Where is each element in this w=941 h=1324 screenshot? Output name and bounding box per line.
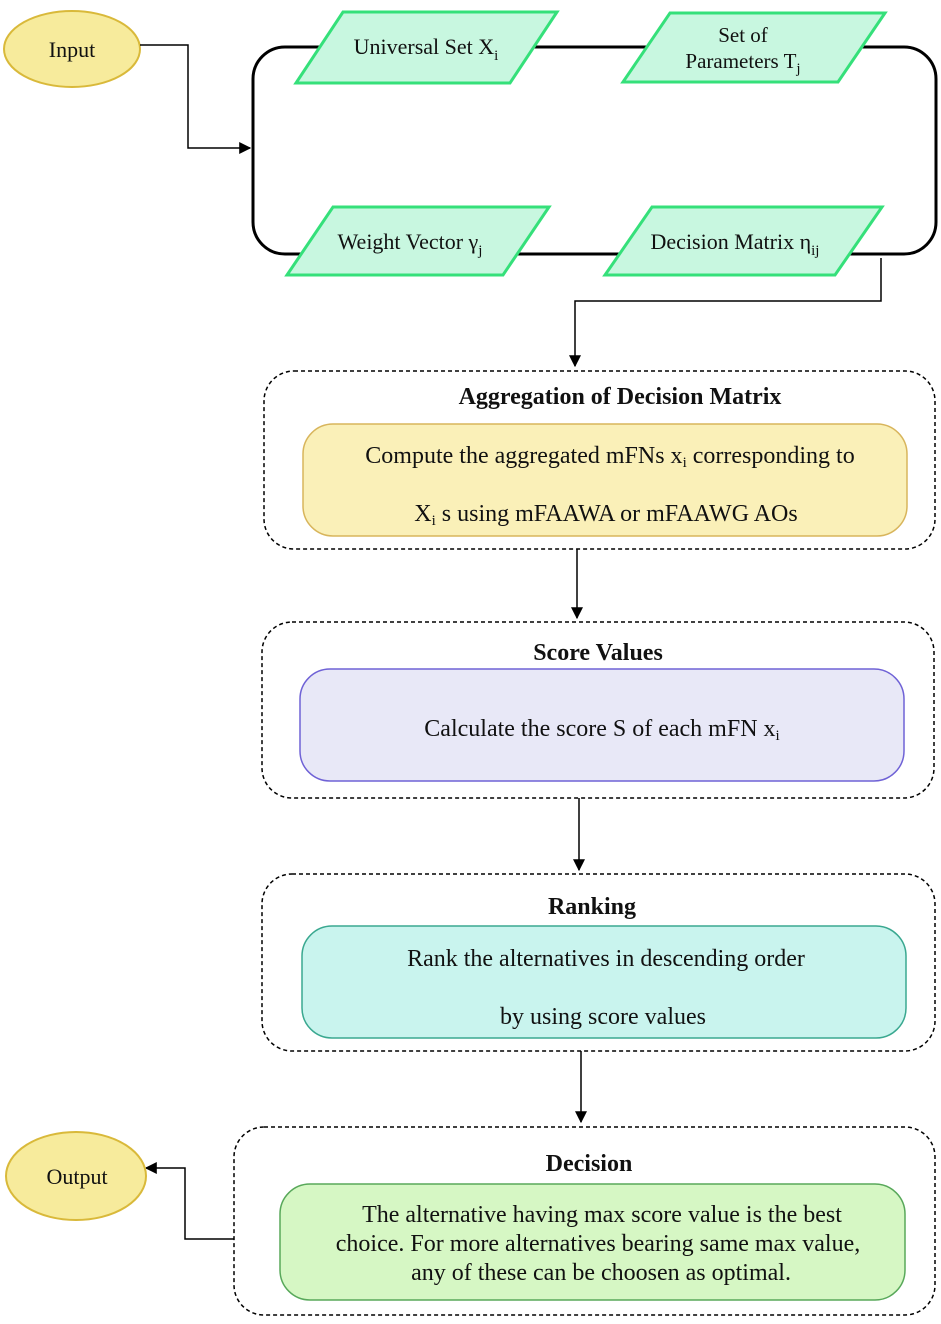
universal-set-parallelogram[interactable]: [293, 10, 560, 85]
aggregation-process-box[interactable]: [302, 423, 908, 537]
aggregation-title: Aggregation of Decision Matrix: [459, 384, 782, 410]
parameters-label-line1: Set of: [718, 23, 768, 47]
output-label: Output: [46, 1164, 107, 1189]
decision-matrix-label: Decision Matrix ηij: [651, 229, 820, 259]
score-process-box[interactable]: [299, 668, 905, 782]
weight-vector-parallelogram[interactable]: [284, 205, 552, 277]
score-text-line1: Calculate the score S of each mFN xi: [424, 716, 779, 744]
decision-matrix-parallelogram[interactable]: [602, 205, 885, 277]
ranking-stage: [261, 873, 936, 1052]
input-label: Input: [49, 37, 95, 62]
weight-vector-label: Weight Vector γj: [338, 229, 483, 259]
decision-text-line1: The alternative having max score value i…: [362, 1202, 842, 1228]
parameters-parallelogram[interactable]: [620, 11, 888, 84]
input-container: [251, 45, 938, 256]
ranking-text-line2: by using score values: [500, 1004, 706, 1030]
ranking-text-line1: Rank the alternatives in descending orde…: [407, 946, 805, 972]
connector-inputs-to-aggregation: [569, 258, 882, 368]
decision-text-line3: any of these can be choosen as optimal.: [411, 1260, 791, 1286]
decision-text-line2: choice. For more alternatives bearing sa…: [336, 1231, 860, 1257]
score-stage: [261, 621, 935, 799]
input-terminal[interactable]: [3, 10, 141, 88]
score-title: Score Values: [533, 640, 663, 666]
connector-decision-to-output: [144, 1162, 234, 1240]
decision-stage: [233, 1126, 936, 1316]
parameters-label-line2: Parameters Tj: [685, 49, 800, 77]
aggregation-text-line2: Xi s using mFAAWA or mFAAWG AOs: [414, 501, 797, 529]
decision-process-box[interactable]: [279, 1183, 906, 1301]
universal-set-label: Universal Set Xi: [354, 34, 499, 64]
aggregation-text-line1: Compute the aggregated mFNs xi correspon…: [365, 443, 854, 471]
decision-title: Decision: [546, 1151, 633, 1177]
ranking-title: Ranking: [548, 894, 636, 920]
ranking-process-box[interactable]: [301, 925, 907, 1039]
aggregation-stage: [263, 370, 936, 550]
connector-input-to-container: [140, 44, 252, 154]
output-terminal[interactable]: [5, 1131, 147, 1221]
